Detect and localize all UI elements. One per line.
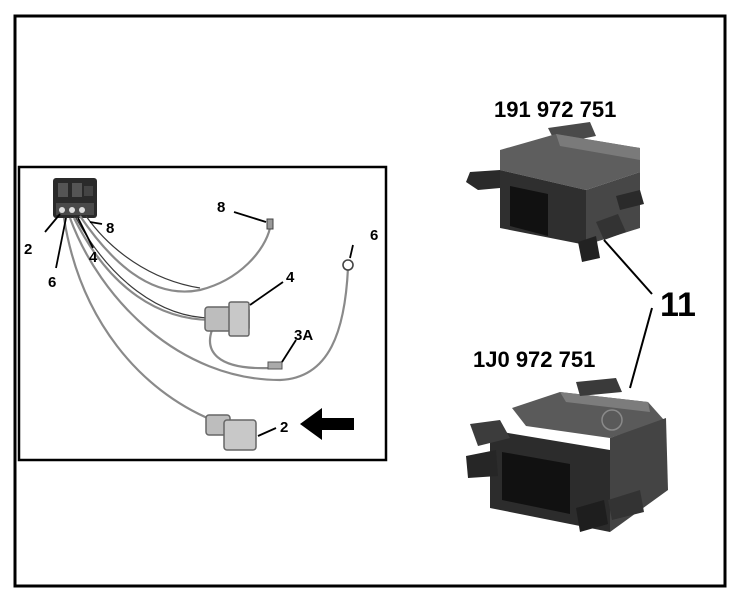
label-wire-4: 4: [286, 269, 295, 286]
part-lower-switch: [466, 378, 668, 532]
label-connector-8: 8: [106, 220, 114, 237]
terminal-3a: [267, 361, 283, 370]
terminal-8: [266, 218, 274, 230]
label-connector-6: 6: [48, 274, 56, 291]
label-wire-8: 8: [217, 199, 225, 216]
callout-leaders: [603, 239, 653, 389]
harness-connector: [53, 178, 97, 218]
plug-2: [205, 414, 257, 451]
label-wire-6: 6: [370, 227, 378, 244]
wire-6: [68, 217, 350, 382]
label-connector-2: 2: [24, 241, 32, 258]
outer-frame: [13, 14, 727, 588]
label-wire-2: 2: [280, 419, 288, 436]
wire-8: [79, 215, 272, 293]
label-connector-4: 4: [89, 249, 98, 266]
wire-4: [73, 217, 213, 322]
label-wire-3a: 3A: [294, 327, 313, 344]
terminal-6: [342, 259, 354, 271]
plug-4: [204, 301, 250, 337]
part-number-upper: 191 972 751: [494, 97, 616, 122]
wire-4b: [208, 329, 271, 370]
arrow-left-icon: [300, 408, 354, 440]
part-upper-switch: [466, 122, 644, 262]
callout-number: 11: [660, 286, 696, 324]
wiring-harness: 2 8 6 4 8 6 4 3A 2: [24, 178, 378, 451]
wire-2: [62, 217, 213, 422]
part-number-lower: 1J0 972 751: [473, 347, 595, 372]
